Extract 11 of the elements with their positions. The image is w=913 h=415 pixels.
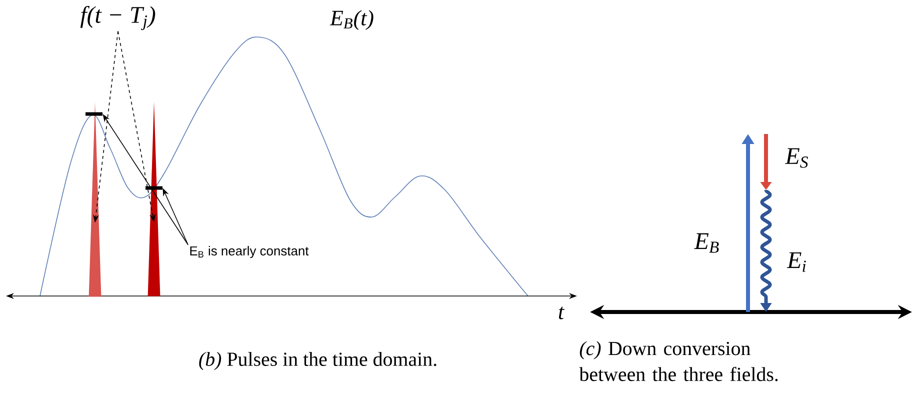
caption: (c) Down conversion between the three fields. bbox=[579, 341, 778, 382]
field-label: E$_{S}$ bbox=[785, 148, 808, 168]
caption: (b) Pulses in the time domain. bbox=[199, 352, 436, 370]
level-mark bbox=[146, 186, 162, 190]
field-label: E$_{i}$ bbox=[786, 252, 806, 272]
level-mark bbox=[86, 112, 102, 116]
axis-label: t bbox=[558, 306, 564, 320]
field-label: E$_{B}$ bbox=[694, 233, 719, 253]
formula-label: E$_{B}$(t) bbox=[330, 10, 374, 30]
formula-label: f(t − T$_{j}$) bbox=[80, 6, 156, 30]
annotation-text: E$_{B}$ is nearly constant bbox=[190, 246, 309, 258]
